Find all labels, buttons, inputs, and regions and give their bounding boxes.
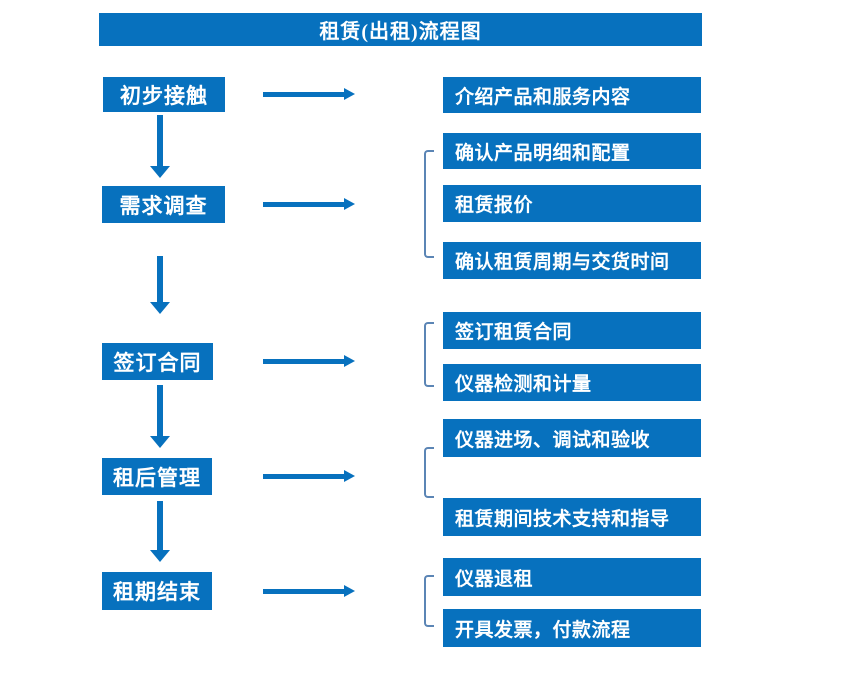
arrow-shaft	[263, 589, 345, 594]
arrow-shaft	[263, 202, 345, 207]
arrow-head	[344, 355, 355, 367]
group-bracket	[424, 447, 434, 498]
arrow-shaft	[263, 474, 345, 479]
output-box-confirm-rental-period-delivery: 确认租赁周期与交货时间	[443, 242, 701, 279]
output-box-instrument-testing-calibration: 仪器检测和计量	[443, 364, 701, 401]
group-bracket	[424, 322, 434, 387]
output-box-sign-rental-contract: 签订租赁合同	[443, 312, 701, 349]
output-box-introduce-products-services: 介绍产品和服务内容	[443, 77, 701, 113]
arrow-shaft	[263, 92, 345, 97]
group-bracket	[424, 575, 434, 627]
arrow-shaft	[157, 115, 163, 166]
arrow-right-icon	[263, 470, 355, 483]
output-box-confirm-product-details-config: 确认产品明细和配置	[443, 133, 701, 169]
arrow-down-icon	[150, 115, 170, 178]
arrow-right-icon	[263, 355, 355, 368]
output-box-rental-tech-support: 租赁期间技术支持和指导	[443, 498, 701, 536]
output-box-instrument-return: 仪器退租	[443, 558, 701, 596]
arrow-shaft	[157, 501, 163, 550]
arrow-head	[344, 585, 355, 597]
output-box-rental-quote: 租赁报价	[443, 185, 701, 222]
arrow-head	[344, 470, 355, 482]
arrow-right-icon	[263, 198, 355, 211]
arrow-shaft	[157, 256, 163, 302]
arrow-head	[150, 436, 170, 448]
output-box-invoice-payment-process: 开具发票，付款流程	[443, 609, 701, 647]
arrow-down-icon	[150, 385, 170, 448]
arrow-head	[150, 302, 170, 314]
output-box-instrument-arrival-acceptance: 仪器进场、调试和验收	[443, 419, 701, 457]
arrow-shaft	[157, 385, 163, 436]
stage-box-sign-contract: 签订合同	[102, 343, 213, 380]
diagram-title-bar: 租赁(出租)流程图	[99, 13, 702, 46]
group-bracket	[424, 150, 434, 258]
arrow-right-icon	[263, 88, 355, 101]
stage-box-needs-survey: 需求调查	[102, 186, 225, 223]
arrow-down-icon	[150, 256, 170, 314]
arrow-shaft	[263, 359, 345, 364]
arrow-head	[150, 550, 170, 562]
arrow-head	[150, 166, 170, 178]
arrow-right-icon	[263, 585, 355, 598]
stage-box-post-rental-management: 租后管理	[102, 458, 212, 495]
stage-box-initial-contact: 初步接触	[103, 77, 225, 112]
stage-box-rental-period-end: 租期结束	[102, 572, 212, 610]
arrow-head	[344, 88, 355, 100]
diagram-title: 租赁(出租)流程图	[319, 21, 482, 43]
arrow-down-icon	[150, 501, 170, 562]
arrow-head	[344, 198, 355, 210]
